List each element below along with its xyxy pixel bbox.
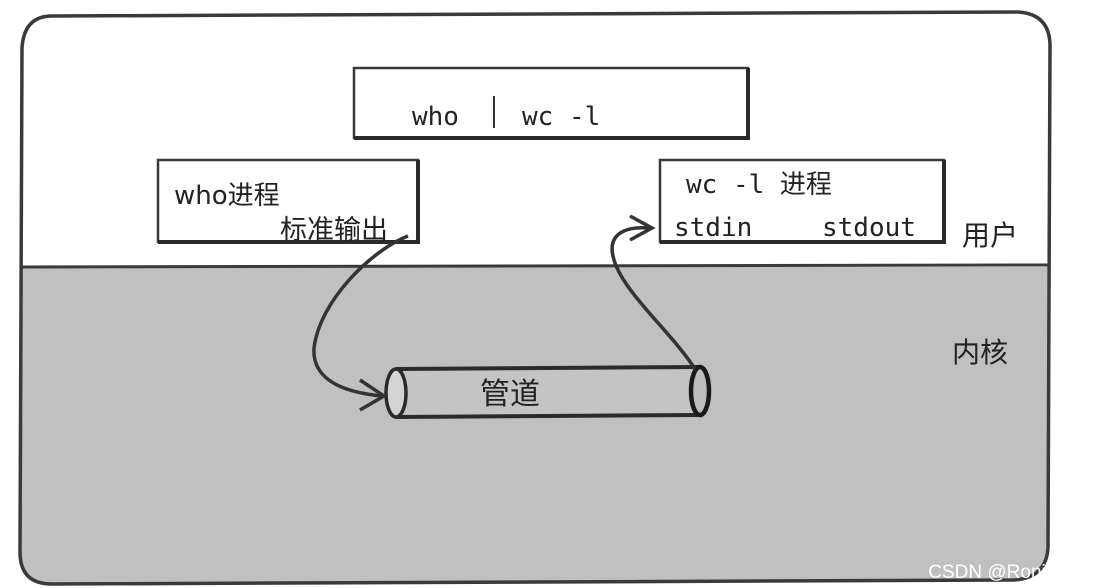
arrow-who-to-pipe xyxy=(312,234,409,412)
command-wc: wc -l xyxy=(522,102,600,132)
wc-stdout-label: stdout xyxy=(822,213,916,243)
who-stdout-label: 标准输出 xyxy=(280,215,388,246)
kernel-region-label: 内核 xyxy=(952,336,1008,369)
command-who: who xyxy=(412,102,459,132)
kernel-region xyxy=(20,267,1050,584)
pipe-right-end xyxy=(688,364,712,418)
wc-stdin-label: stdin xyxy=(674,213,752,243)
pipe-tube: 管道 xyxy=(384,364,712,419)
arrow-pipe-to-wc xyxy=(610,214,697,370)
user-region-label: 用户 xyxy=(962,219,1018,252)
who-process-title: who进程 xyxy=(174,181,280,211)
watermark: CSDN @Ronin305 xyxy=(928,562,1088,583)
user-kernel-divider xyxy=(21,263,1049,269)
command-box: who wc -l xyxy=(352,66,750,140)
pipe-label: 管道 xyxy=(480,377,540,412)
wc-process-box: wc -l 进程 stdin stdout xyxy=(658,158,946,244)
wc-process-title: wc -l 进程 xyxy=(686,170,832,200)
pipe-left-end xyxy=(384,367,408,419)
outer-frame xyxy=(18,10,1052,586)
who-process-box: who进程 标准输出 xyxy=(156,158,420,246)
